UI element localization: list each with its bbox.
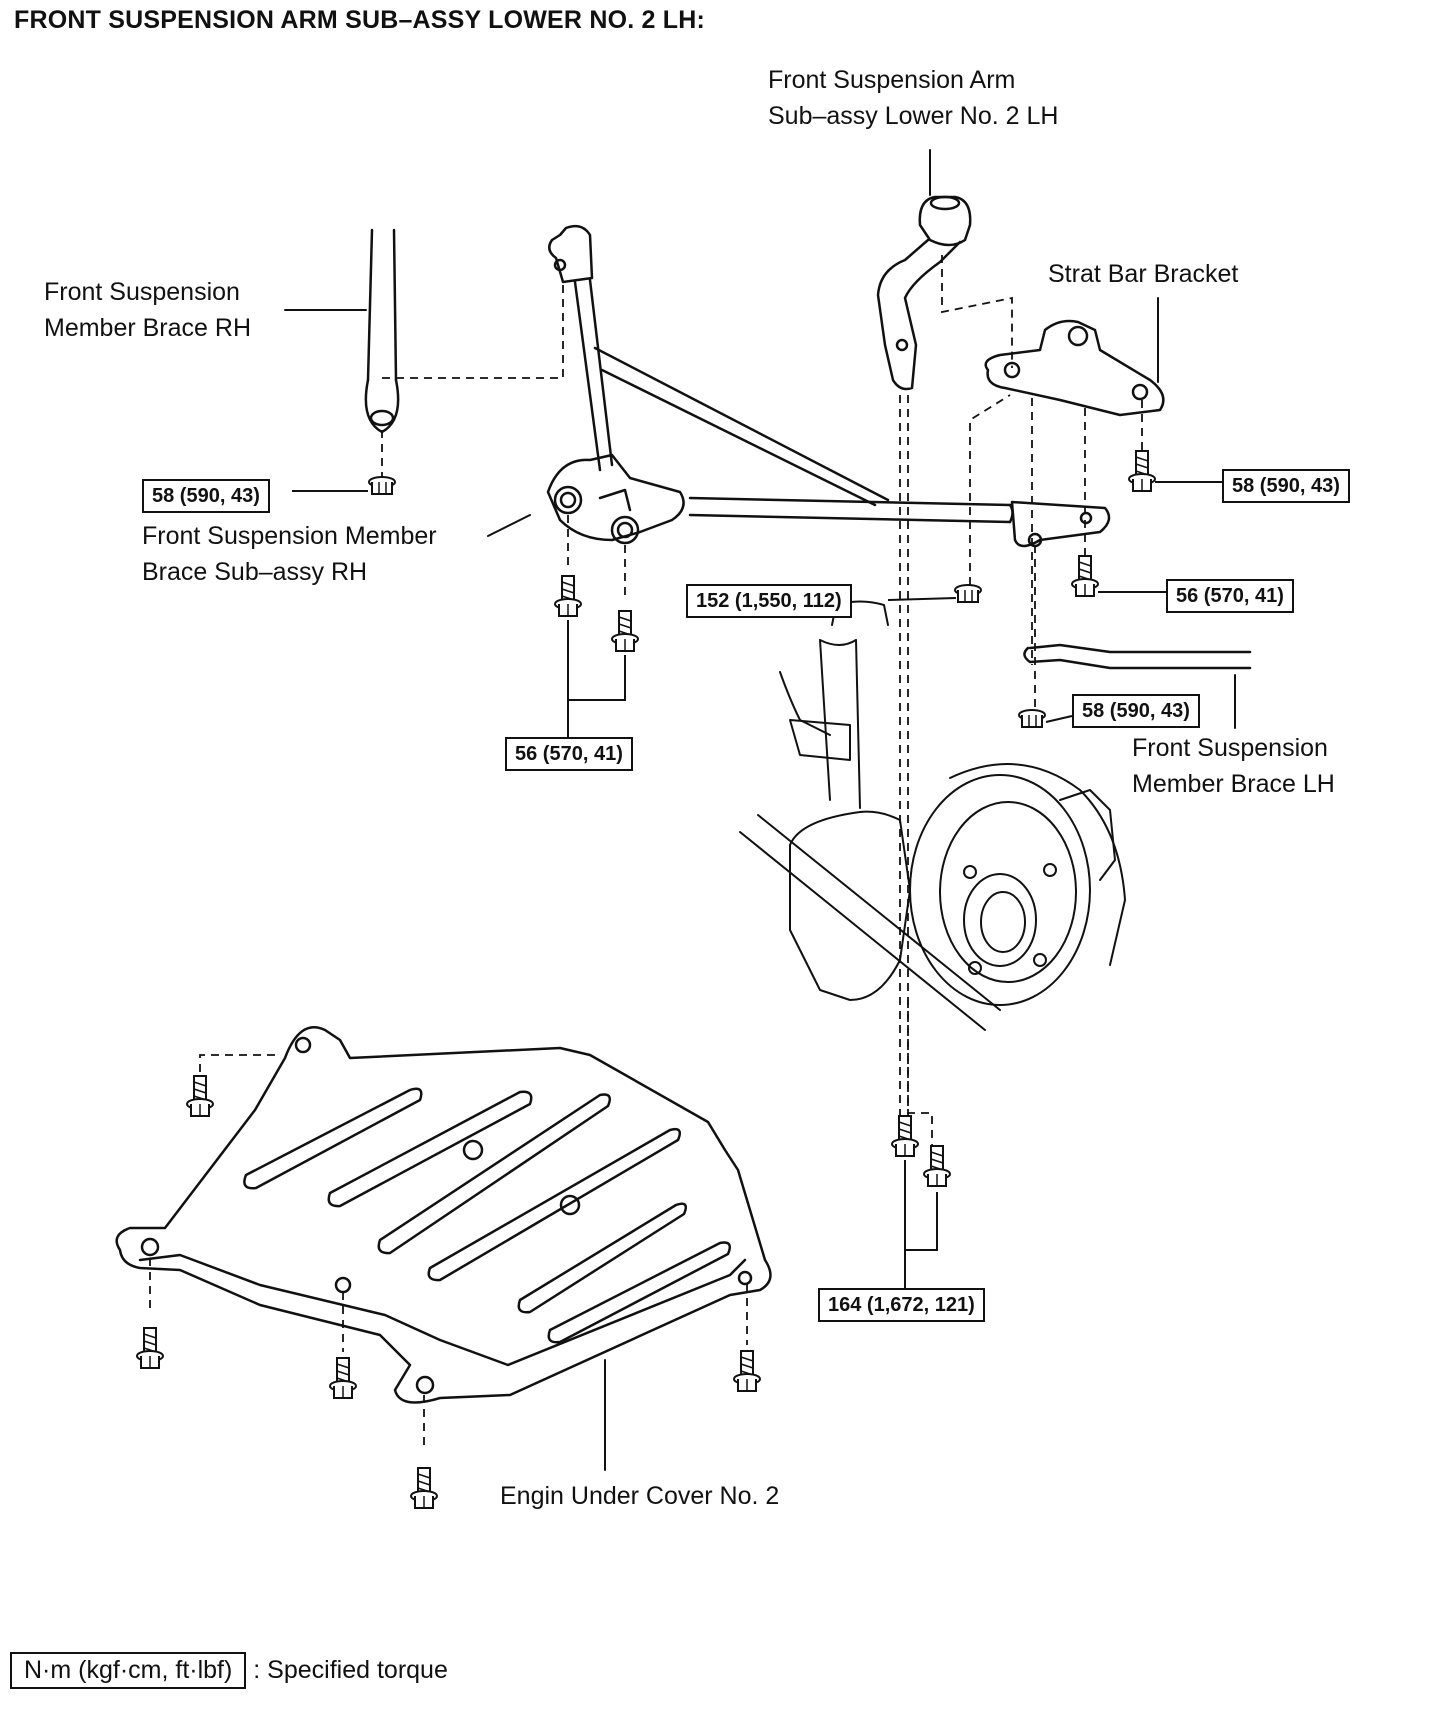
torque-brace-rh-nut: 58 (590, 43): [142, 479, 270, 513]
label-brace-lh-line1: Front Suspension: [1132, 734, 1328, 762]
label-arm-lower-line2: Sub–assy Lower No. 2 LH: [768, 102, 1059, 130]
strut-bar-bracket: [984, 297, 1165, 417]
member-brace-lh: [1023, 643, 1252, 729]
legend-unit-box: N·m (kgf·cm, ft·lbf): [10, 1652, 247, 1689]
label-under-cover: Engin Under Cover No. 2: [500, 1482, 780, 1510]
torque-brace-lh-nut: 58 (590, 43): [1072, 694, 1200, 728]
torque-arm-bolts: 164 (1,672, 121): [818, 1288, 985, 1322]
torque-legend: N·m (kgf·cm, ft·lbf) : Specified torque: [10, 1652, 448, 1689]
label-strut-bracket: Strat Bar Bracket: [1048, 260, 1239, 288]
label-brace-lh-line2: Member Brace LH: [1132, 770, 1335, 798]
member-brace-rh: [284, 228, 400, 434]
torque-bracket-bolt: 58 (590, 43): [1222, 469, 1350, 503]
label-brace-subassy-line2: Brace Sub–assy RH: [142, 558, 368, 586]
strut-and-knuckle: [739, 600, 1126, 1031]
torque-member-bolt-right: 56 (570, 41): [1166, 579, 1294, 613]
fasteners: [136, 450, 1156, 1509]
label-arm-lower-line1: Front Suspension Arm: [768, 66, 1016, 94]
label-brace-subassy-line1: Front Suspension Member: [142, 522, 437, 550]
suspension-arm-lower-no2-lh: [876, 149, 972, 391]
member-brace-subassy-rh: [487, 224, 1111, 548]
label-brace-rh-line1: Front Suspension: [44, 278, 240, 306]
torque-member-bolts-left: 56 (570, 41): [505, 737, 633, 771]
page-title: FRONT SUSPENSION ARM SUB–ASSY LOWER NO. …: [14, 6, 706, 34]
label-brace-rh-line2: Member Brace RH: [44, 314, 251, 342]
legend-text: : Specified torque: [253, 1656, 448, 1684]
torque-arm-nut: 152 (1,550, 112): [686, 584, 852, 618]
engine-under-cover-no2: [115, 1026, 772, 1471]
